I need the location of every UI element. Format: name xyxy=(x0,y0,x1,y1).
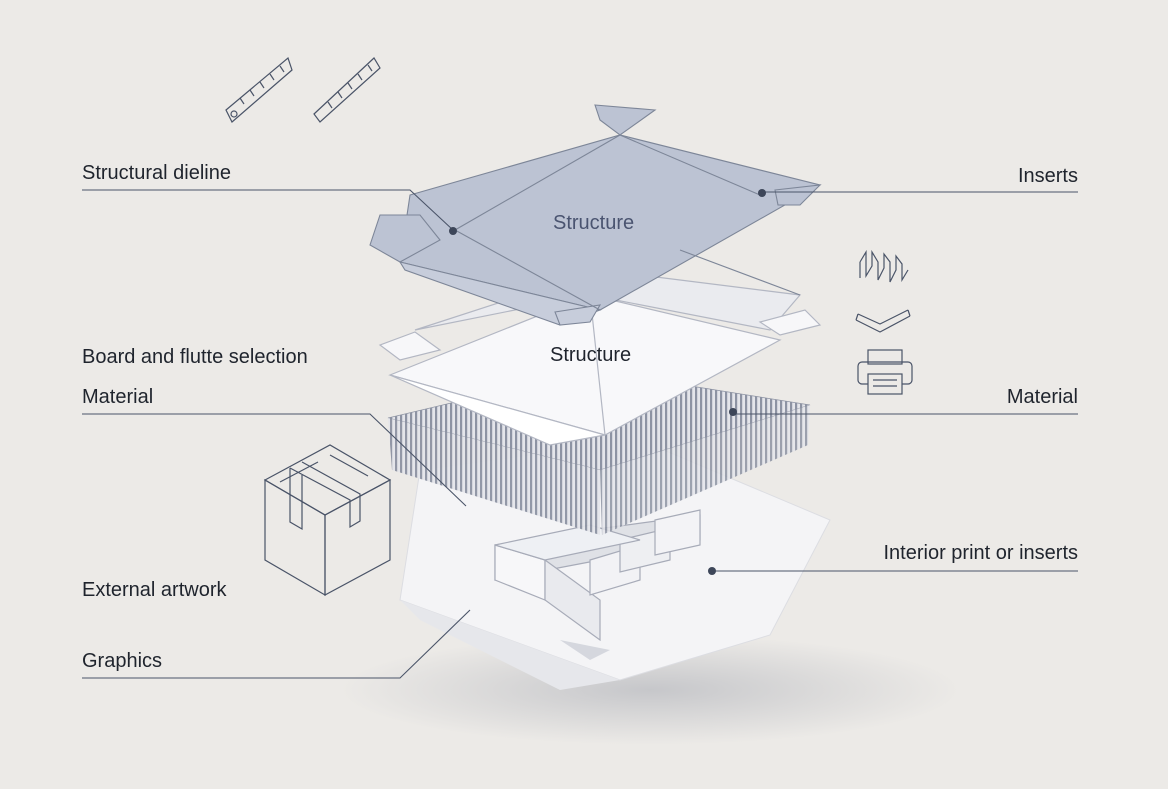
box-icon xyxy=(263,444,392,597)
label-structural-dieline: Structural dieline xyxy=(82,162,231,184)
top-structure-layer xyxy=(369,104,822,326)
middle-structure-layer xyxy=(378,269,822,446)
label-board-flute: Board and flutte selection xyxy=(82,346,308,368)
folded-insert-icon xyxy=(859,249,909,283)
label-inserts: Inserts xyxy=(1017,165,1078,187)
label-graphics: Graphics xyxy=(82,650,163,672)
label-material-right: Material xyxy=(1006,386,1078,408)
chevron-tray-icon xyxy=(855,309,911,333)
insert-tray xyxy=(494,509,701,642)
ruler-icon xyxy=(313,57,381,123)
printer-icon xyxy=(857,349,913,395)
ground-shadow xyxy=(340,635,960,745)
top-layer-label: Structure xyxy=(553,212,635,234)
ruler-icon xyxy=(225,56,293,123)
label-external-artwork: External artwork xyxy=(82,579,227,601)
middle-layer-label: Structure xyxy=(550,344,632,366)
leader-lines xyxy=(82,189,1078,679)
label-interior-print: Interior print or inserts xyxy=(883,542,1078,564)
label-material-left: Material xyxy=(82,386,154,408)
leader-dots xyxy=(449,189,766,575)
